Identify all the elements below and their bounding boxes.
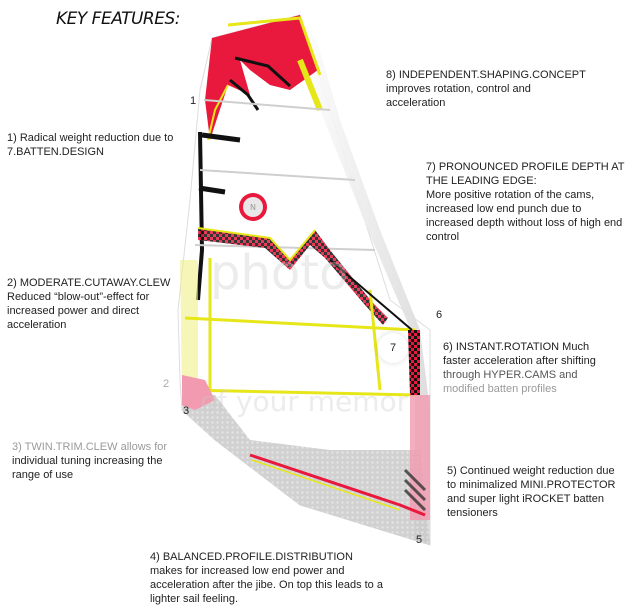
feature-4: 4) BALANCED.PROFILE.DISTRIBUTION makes f… (150, 550, 395, 606)
marker-3: 3 (183, 405, 190, 417)
feature-7: 7) PRONOUNCED PROFILE DEPTH AT THE LEADI… (426, 160, 626, 244)
feature-8-body: improves rotation, control and accelerat… (386, 83, 531, 109)
feature-3-body: individual tuning increasing the range o… (12, 455, 163, 481)
svg-text:N: N (250, 203, 256, 212)
watermark-text-2: of your memor (200, 385, 409, 418)
feature-2-body: Reduced “blow-out”-effect for increased … (7, 291, 150, 331)
feature-1-heading: 1) Radical weight reduction due to (7, 132, 174, 144)
feature-2: 2) MODERATE.CUTAWAY.CLEW Reduced “blow-o… (7, 276, 182, 332)
feature-6: 6) INSTANT.ROTATION Much faster accelera… (443, 340, 628, 396)
feature-7-body: More positive rotation of the cams, incr… (426, 189, 623, 243)
feature-6-heading: 6) INSTANT.ROTATION Much (443, 341, 590, 353)
feature-2-heading: 2) MODERATE.CUTAWAY.CLEW (7, 277, 171, 289)
feature-6-body-1: faster acceleration after shifting (443, 355, 596, 367)
watermark-text: photo (210, 245, 349, 301)
marker-5: 5 (416, 534, 423, 546)
feature-5-body: to minimalized MINI.PROTECTOR and super … (447, 479, 616, 519)
feature-6-body-2: through HYPER.CAMS and (443, 369, 578, 381)
feature-8-heading: 8) INDEPENDENT.SHAPING.CONCEPT (386, 69, 586, 81)
marker-1: 1 (190, 95, 197, 107)
page-title: KEY FEATURES: (56, 9, 181, 29)
feature-4-body: makes for increased low end power and ac… (150, 565, 383, 605)
marker-2: 2 (163, 378, 170, 390)
feature-1: 1) Radical weight reduction due to 7.BAT… (7, 131, 192, 159)
feature-7-heading: 7) PRONOUNCED PROFILE DEPTH AT THE LEADI… (426, 161, 625, 187)
feature-8: 8) INDEPENDENT.SHAPING.CONCEPT improves … (386, 68, 586, 110)
feature-3-heading: 3) TWIN.TRIM.CLEW allows for (12, 441, 168, 453)
feature-4-heading: 4) BALANCED.PROFILE.DISTRIBUTION (150, 551, 353, 563)
sail-head-red (205, 15, 318, 140)
feature-5-heading: 5) Continued weight reduction due (447, 465, 615, 477)
marker-6: 6 (436, 309, 443, 321)
feature-6-body-3: modified batten profiles (443, 383, 557, 395)
feature-1-body: 7.BATTEN.DESIGN (7, 146, 104, 158)
sail-foot (182, 395, 430, 545)
feature-5: 5) Continued weight reduction due to min… (447, 464, 627, 520)
feature-3: 3) TWIN.TRIM.CLEW allows for individual … (12, 440, 192, 482)
marker-7: 7 (378, 333, 408, 363)
